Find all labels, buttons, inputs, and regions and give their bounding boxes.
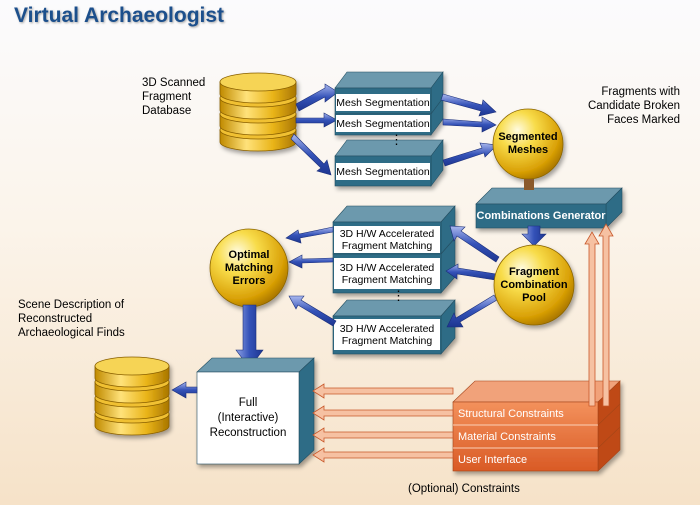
combination-pool-line: Combination	[500, 278, 568, 291]
combination-pool-label: Fragment Combination Pool	[494, 262, 574, 308]
mesh-segmentation-box-3	[334, 139, 444, 187]
db-to-mesh-arrows	[290, 83, 339, 176]
combination-pool-line: Fragment	[508, 265, 560, 278]
reconstruction-line: (Interactive)	[217, 411, 279, 424]
mesh-segmentation-label: Mesh Segmentation	[336, 117, 430, 130]
combination-pool-sphere	[493, 244, 575, 326]
constraints-stack	[452, 380, 621, 472]
fragment-matching-line: Fragment Matching	[341, 334, 433, 347]
fragment-matching-line: 3D H/W Accelerated	[339, 227, 435, 240]
scene-description-line: Reconstructed	[18, 313, 93, 325]
fragment-matching-box-1	[332, 205, 456, 255]
matching-errors-label: Optimal Matching Errors	[210, 245, 288, 291]
user-interface-label: User Interface	[458, 453, 528, 466]
page-title: Virtual Archaeologist	[14, 4, 225, 27]
database-label-line: 3D Scanned	[142, 77, 206, 89]
scene-description-line: Archaeological Finds	[18, 327, 125, 339]
database-label: 3D Scanned Fragment Database	[142, 76, 205, 118]
fragment-matching-line: Fragment Matching	[341, 239, 433, 252]
constraints-to-reconstruction-arrows	[312, 383, 454, 463]
fragments-marked-line: Candidate Broken	[587, 100, 680, 112]
matching-errors-line: Optimal	[228, 248, 270, 261]
fragments-marked-label: Fragments with Candidate Broken Faces Ma…	[548, 85, 680, 127]
mesh-segmentation-label: Mesh Segmentation	[336, 165, 430, 178]
matching-ellipsis: ⋮	[392, 288, 405, 303]
combinations-generator-box	[475, 187, 623, 229]
scene-description-label: Scene Description of Reconstructed Archa…	[18, 298, 125, 340]
database-label-line: Database	[142, 105, 192, 117]
fragment-matching-label: 3D H/W Accelerated Fragment Matching	[334, 258, 440, 289]
material-constraints-label: Material Constraints	[458, 430, 556, 443]
pool-to-matching-arrows	[445, 225, 500, 328]
segmented-meshes-line: Segmented	[498, 131, 558, 143]
constraints-to-generator-arrows	[584, 223, 614, 407]
reconstruction-line: Reconstruction	[209, 426, 287, 439]
reconstruction-label: Full (Interactive) Reconstruction	[197, 385, 299, 451]
segmented-meshes-label: Segmented Meshes	[493, 124, 563, 164]
fragment-matching-line: Fragment Matching	[341, 273, 433, 286]
fragment-database-icon	[219, 72, 297, 152]
structural-constraints-label: Structural Constraints	[458, 407, 564, 420]
fragments-marked-line: Faces Marked	[607, 114, 680, 126]
segmented-to-generator-connector	[524, 179, 534, 190]
segmented-meshes-line: Meshes	[507, 144, 549, 156]
database-label-line: Fragment	[142, 91, 192, 103]
matching-to-errors-arrows	[285, 226, 337, 327]
combination-pool-line: Pool	[522, 291, 546, 304]
fragment-matching-label: 3D H/W Accelerated Fragment Matching	[334, 319, 440, 350]
mesh-segmentation-label: Mesh Segmentation	[336, 96, 430, 109]
fragment-matching-label: 3D H/W Accelerated Fragment Matching	[334, 226, 440, 253]
matching-errors-line: Errors	[232, 274, 266, 287]
fragments-marked-line: Fragments with	[601, 86, 680, 98]
mesh-segmentation-box-2	[334, 97, 444, 136]
generator-to-pool-arrow	[521, 225, 547, 247]
matching-errors-line: Matching	[224, 261, 274, 274]
scene-description-line: Scene Description of	[18, 299, 125, 311]
optional-constraints-label: (Optional) Constraints	[408, 483, 520, 495]
mesh-to-segmented-arrows	[440, 93, 498, 167]
reconstruction-to-scene-arrow	[171, 381, 198, 399]
scene-database-icon	[94, 356, 170, 436]
fragment-matching-line: 3D H/W Accelerated	[339, 261, 435, 274]
fragment-matching-box-3	[332, 299, 456, 355]
reconstruction-box	[196, 357, 315, 465]
reconstruction-line: Full	[238, 396, 258, 409]
mesh-ellipsis: ⋮	[390, 132, 403, 147]
combinations-generator-label: Combinations Generator	[476, 210, 606, 222]
fragment-matching-box-2	[332, 237, 456, 294]
fragment-matching-line: 3D H/W Accelerated	[339, 322, 435, 335]
